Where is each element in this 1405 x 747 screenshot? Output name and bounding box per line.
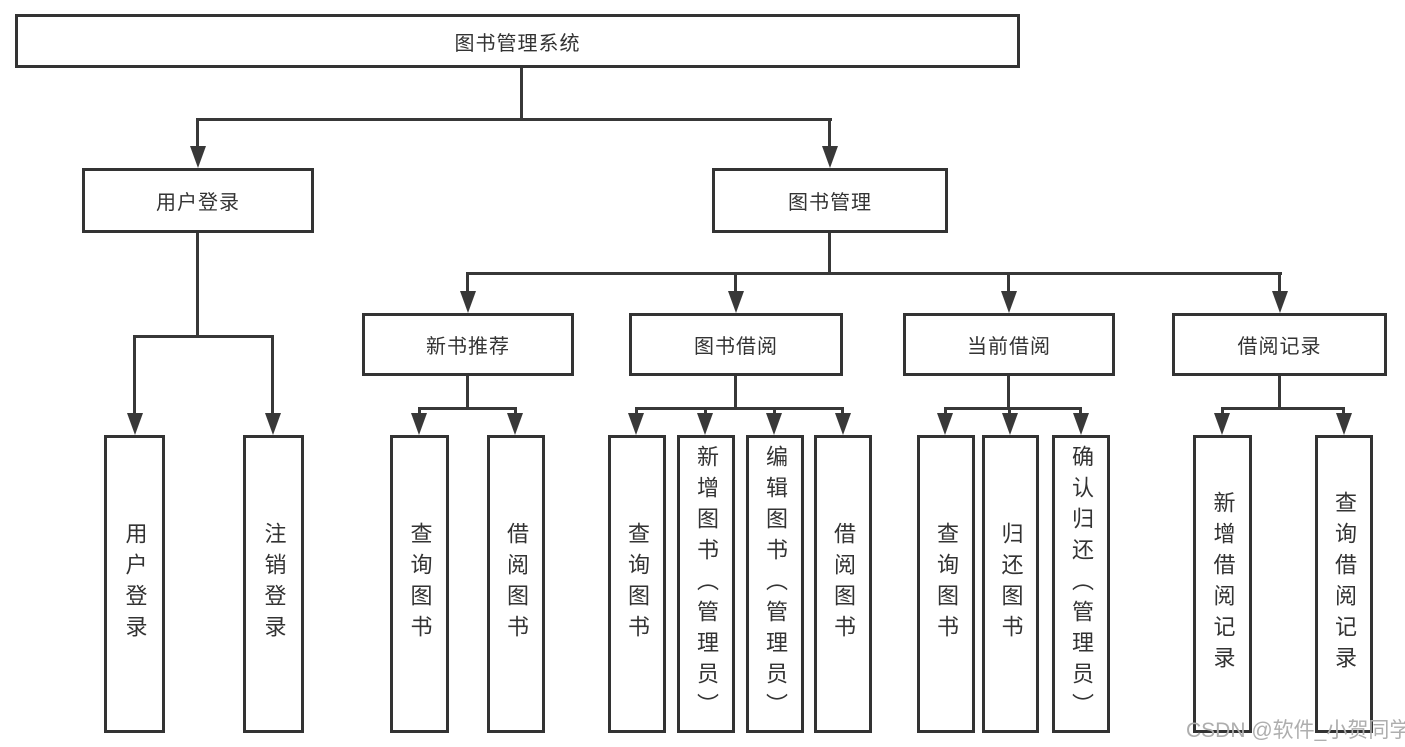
arrowhead-icon xyxy=(1272,291,1288,313)
arrowhead-icon xyxy=(1214,413,1230,435)
arrowhead-icon xyxy=(507,413,523,435)
connector-stem xyxy=(514,407,517,417)
connector-new-book-down xyxy=(466,376,469,409)
connector-stem xyxy=(773,407,776,417)
leaf-label: 借阅图书 xyxy=(504,522,529,646)
arrowhead-icon xyxy=(822,146,838,168)
leaf-label: 查询图书 xyxy=(625,522,650,646)
leaf-add-borrow-record: 新增借阅记录 xyxy=(1193,435,1252,733)
connector-stem-new-book xyxy=(466,272,469,293)
node-label: 用户登录 xyxy=(156,192,240,214)
connector-user-login-down xyxy=(196,233,199,337)
leaf-query-borrow-record: 查询借阅记录 xyxy=(1315,435,1373,733)
connector-book-management-down xyxy=(828,233,831,274)
connector-stem-user-login xyxy=(196,118,199,148)
connector-stem-book-management xyxy=(828,118,831,148)
connector-level3-split xyxy=(466,272,1282,275)
arrowhead-icon xyxy=(1001,291,1017,313)
leaf-label: 查询借阅记录 xyxy=(1332,491,1357,677)
leaf-query-books-borrow: 查询图书 xyxy=(608,435,666,733)
connector-stem xyxy=(944,407,947,417)
connector-stem-leaf-user-login xyxy=(133,335,136,415)
node-label: 当前借阅 xyxy=(967,336,1051,358)
connector-new-book-split xyxy=(418,407,517,410)
leaf-return-book: 归还图书 xyxy=(982,435,1039,733)
arrowhead-icon xyxy=(1336,413,1352,435)
leaf-label: 查询图书 xyxy=(934,522,959,646)
leaf-label: 新增图书（管理员） xyxy=(694,444,719,724)
leaf-borrow-books: 借阅图书 xyxy=(814,435,872,733)
leaf-label: 借阅图书 xyxy=(831,522,856,646)
arrowhead-icon xyxy=(697,413,713,435)
connector-stem-current-borrow xyxy=(1007,272,1010,293)
leaf-label: 注销登录 xyxy=(261,522,287,646)
connector-stem xyxy=(418,407,421,417)
leaf-label: 查询图书 xyxy=(407,522,433,646)
connector-borrow-records-down xyxy=(1278,376,1281,409)
connector-stem xyxy=(1079,407,1082,417)
leaf-label: 新增借阅记录 xyxy=(1210,491,1236,677)
arrowhead-icon xyxy=(835,413,851,435)
node-book-borrow: 图书借阅 xyxy=(629,313,843,376)
connector-stem xyxy=(704,407,707,417)
leaf-add-book-admin: 新增图书（管理员） xyxy=(677,435,735,733)
connector-stem-borrow-records xyxy=(1278,272,1281,293)
leaf-user-login: 用户登录 xyxy=(104,435,165,733)
connector-stem xyxy=(841,407,844,417)
arrowhead-icon xyxy=(1073,413,1089,435)
node-book-management: 图书管理 xyxy=(712,168,948,233)
connector-book-borrow-down xyxy=(734,376,737,409)
connector-current-borrow-down xyxy=(1007,376,1010,409)
node-label: 图书借阅 xyxy=(694,336,778,358)
node-label: 图书管理 xyxy=(788,192,872,214)
node-label: 借阅记录 xyxy=(1237,336,1322,358)
connector-stem xyxy=(1008,407,1011,417)
leaf-query-books-recommend: 查询图书 xyxy=(390,435,449,733)
connector-user-login-split xyxy=(133,335,274,338)
csdn-watermark: CSDN @软件_小贺同学 xyxy=(1186,719,1405,742)
arrowhead-icon xyxy=(766,413,782,435)
arrowhead-icon xyxy=(411,413,427,435)
connector-book-borrow-split xyxy=(635,407,844,410)
connector-stem-leaf-logout xyxy=(271,335,274,415)
arrowhead-icon xyxy=(728,291,744,313)
node-current-borrow: 当前借阅 xyxy=(903,313,1115,376)
leaf-borrow-books-recommend: 借阅图书 xyxy=(487,435,545,733)
arrowhead-icon xyxy=(628,413,644,435)
connector-stem xyxy=(635,407,638,417)
connector-stem xyxy=(1342,407,1345,417)
arrowhead-icon xyxy=(127,413,143,435)
node-borrow-records: 借阅记录 xyxy=(1172,313,1387,376)
leaf-confirm-return-admin: 确认归还（管理员） xyxy=(1052,435,1110,733)
connector-stem xyxy=(1221,407,1224,417)
arrowhead-icon xyxy=(1002,413,1018,435)
node-user-login: 用户登录 xyxy=(82,168,314,233)
leaf-query-books-current: 查询图书 xyxy=(917,435,975,733)
leaf-label: 归还图书 xyxy=(998,522,1024,646)
leaf-logout: 注销登录 xyxy=(243,435,304,733)
arrowhead-icon xyxy=(190,146,206,168)
arrowhead-icon xyxy=(265,413,281,435)
arrowhead-icon xyxy=(460,291,476,313)
node-label: 新书推荐 xyxy=(426,336,510,358)
node-label: 图书管理系统 xyxy=(454,32,581,55)
connector-root-down xyxy=(520,68,523,118)
node-new-book-recommend: 新书推荐 xyxy=(362,313,574,376)
leaf-label: 编辑图书（管理员） xyxy=(763,444,788,724)
leaf-label: 用户登录 xyxy=(122,522,148,646)
connector-level2-split xyxy=(196,118,832,121)
arrowhead-icon xyxy=(937,413,953,435)
connector-current-borrow-split xyxy=(944,407,1082,410)
connector-borrow-records-split xyxy=(1221,407,1345,410)
connector-stem-book-borrow xyxy=(734,272,737,293)
node-library-management-system: 图书管理系统 xyxy=(15,14,1020,68)
leaf-edit-book-admin: 编辑图书（管理员） xyxy=(746,435,804,733)
leaf-label: 确认归还（管理员） xyxy=(1069,444,1094,724)
